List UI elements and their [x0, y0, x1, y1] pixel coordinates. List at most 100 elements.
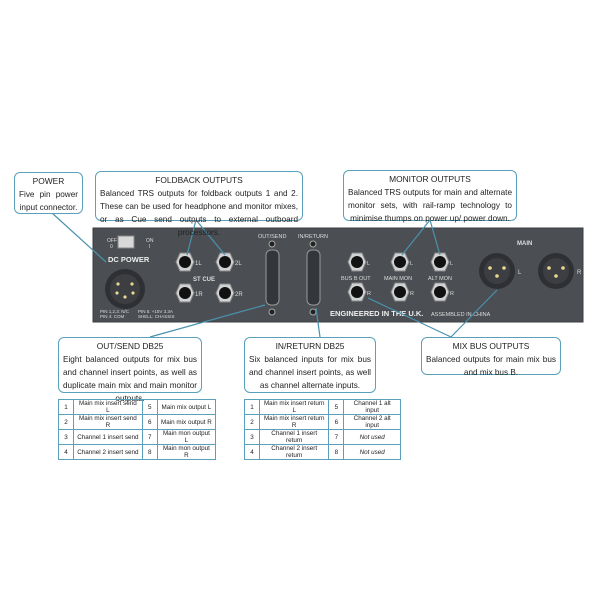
assembled-label: ASSEMBLED IN CHINA [431, 312, 491, 318]
callout-desc: Balanced TRS outputs for foldback output… [100, 189, 298, 237]
pin-function: Main mix output R [156, 414, 217, 430]
alt-mon-label: ALT MON [428, 276, 452, 282]
pin-function: Channel 2 insert return [258, 444, 330, 460]
trs-jack-bus-b-l[interactable] [347, 252, 367, 272]
pin-number: 1 [58, 399, 74, 415]
jack-label-1l: 1L [195, 261, 202, 267]
pin-number: 7 [328, 429, 345, 445]
pin-number: 5 [328, 399, 345, 415]
main-xlr-left[interactable] [479, 253, 515, 289]
switch-off-label: OFF [107, 238, 117, 244]
out-send-db25[interactable] [265, 240, 280, 316]
callout-power: POWER Five pin power input connector. [14, 172, 83, 214]
callout-title: FOLDBACK OUTPUTS [155, 175, 243, 185]
trs-jack-2l[interactable] [215, 252, 235, 272]
jack-label-2l: 2L [235, 261, 242, 267]
callout-desc: Eight balanced outputs for mix bus and c… [63, 355, 197, 403]
callout-title: MIX BUS OUTPUTS [452, 341, 530, 351]
pin-number: 2 [244, 414, 260, 430]
pin-function: Channel 2 insert send [73, 444, 143, 460]
main-r-label: R [577, 270, 582, 276]
switch-on-label: ON [146, 238, 154, 244]
pin-function: Channel 2 alt input [343, 414, 401, 430]
pin-number: 3 [244, 429, 260, 445]
pin-function: Main mon output L [156, 429, 217, 445]
callout-desc: Balanced outputs for main mix bus and mi… [426, 355, 556, 377]
pin-info: PIN 5: +15V 3.3A [138, 309, 173, 314]
pin-info: SHELL: CHASSIS [138, 314, 175, 319]
pin-number: 8 [141, 444, 158, 460]
jack-lr-label: L [450, 261, 453, 267]
pin-info: PIN 1,2,3: N/C [100, 309, 130, 314]
trs-jack-main-mon-l[interactable] [390, 252, 410, 272]
pin-function: Main mix output L [156, 399, 217, 415]
switch-on-symbol: I [149, 244, 150, 250]
jack-lr-label: R [450, 291, 454, 297]
jack-lr-label: R [410, 291, 414, 297]
trs-jack-alt-mon-l[interactable] [430, 252, 450, 272]
callout-desc: Balanced TRS outputs for main and altern… [348, 188, 512, 223]
leader-lines [51, 212, 498, 338]
in-return-db25[interactable] [306, 240, 321, 316]
main-mon-label: MAIN MON [384, 276, 412, 282]
power-switch[interactable] [117, 235, 135, 249]
jack-label-2r: 2R [235, 292, 243, 298]
pin-function: Channel 1 insert return [258, 429, 330, 445]
callout-title: IN/RETURN DB25 [275, 341, 345, 351]
pin-number: 1 [244, 399, 260, 415]
engineered-label: ENGINEERED IN THE U.K. [330, 309, 423, 318]
callout-desc: Five pin power input connector. [19, 190, 78, 212]
jack-lr-label: R [367, 291, 371, 297]
callout-title: OUT/SEND DB25 [96, 341, 164, 351]
callout-in-return-db25: IN/RETURN DB25 Six balanced inputs for m… [244, 337, 376, 393]
pin-function: Not used [343, 429, 401, 445]
pin-function: Main mon output R [156, 444, 217, 460]
dc-power-connector[interactable] [105, 269, 145, 309]
pin-info: PIN 4: COM [100, 314, 125, 319]
trs-jack-alt-mon-r[interactable] [430, 282, 450, 302]
callout-title: MONITOR OUTPUTS [389, 174, 471, 184]
trs-jack-2r[interactable] [215, 283, 235, 303]
pin-number: 6 [141, 414, 158, 430]
trs-jack-bus-b-r[interactable] [347, 282, 367, 302]
callout-mix-bus-outputs: MIX BUS OUTPUTS Balanced outputs for mai… [421, 337, 561, 377]
pin-function: Main mix insert send L [73, 399, 143, 415]
bus-b-out-label: BUS B OUT [341, 276, 371, 282]
callout-title: POWER [32, 176, 65, 186]
out-send-label: OUT/SEND [258, 234, 286, 240]
pin-function: Not used [343, 444, 401, 460]
pin-function: Channel 1 alt input [343, 399, 401, 415]
callout-foldback-outputs: FOLDBACK OUTPUTS Balanced TRS outputs fo… [95, 171, 303, 237]
trs-jack-1l[interactable] [175, 252, 195, 272]
jack-lr-label: L [410, 261, 413, 267]
pin-number: 2 [58, 414, 74, 430]
callout-desc: Six balanced inputs for mix bus and chan… [249, 355, 371, 390]
main-xlr-right[interactable] [538, 253, 574, 289]
pin-function: Main mix insert send R [73, 414, 143, 430]
trs-jack-1r[interactable] [175, 283, 195, 303]
pin-number: 6 [328, 414, 345, 430]
pin-number: 3 [58, 429, 74, 445]
pin-number: 4 [244, 444, 260, 460]
jack-lr-label: L [367, 261, 370, 267]
pin-number: 7 [141, 429, 158, 445]
jack-label-1r: 1R [195, 292, 203, 298]
pin-number: 8 [328, 444, 345, 460]
pin-number: 4 [58, 444, 74, 460]
pin-function: Channel 1 insert send [73, 429, 143, 445]
callout-monitor-outputs: MONITOR OUTPUTS Balanced TRS outputs for… [343, 170, 517, 223]
main-l-label: L [518, 270, 522, 276]
main-label: MAIN [517, 241, 532, 247]
in-return-label: IN/RETURN [298, 234, 328, 240]
trs-jack-main-mon-r[interactable] [390, 282, 410, 302]
